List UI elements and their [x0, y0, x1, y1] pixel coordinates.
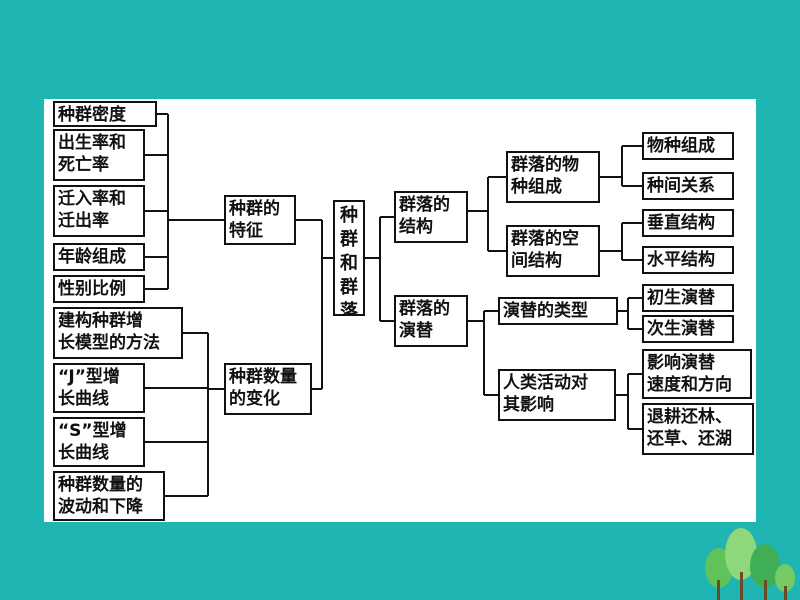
node-succession-types: 演替的类型	[498, 297, 618, 325]
node-horizontal-structure: 水平结构	[642, 246, 734, 274]
node-vertical-structure: 垂直结构	[642, 209, 734, 237]
connector-lines	[145, 113, 642, 497]
node-species-composition: 群落的物 种组成	[506, 151, 600, 203]
node-community-structure: 群落的 结构	[394, 191, 468, 243]
node-secondary-succession: 次生演替	[642, 315, 734, 343]
node-s-curve: “S”型增 长曲线	[53, 417, 145, 467]
tree-decoration-icon	[705, 528, 795, 600]
node-population-change: 种群数量 的变化	[224, 363, 312, 415]
node-population-density: 种群密度	[53, 101, 157, 127]
node-population-characteristics: 种群的 特征	[224, 195, 296, 245]
node-spatial-structure: 群落的空 间结构	[506, 225, 600, 277]
node-sex-ratio: 性别比例	[53, 275, 145, 303]
concept-map-panel: 种群密度 出生率和 死亡率 迁入率和 迁出率 年龄组成 性别比例 建构种群增 长…	[44, 99, 756, 522]
node-human-impact: 人类活动对 其影响	[498, 369, 616, 421]
node-interspecific-relations: 种间关系	[642, 172, 734, 200]
node-migration-rate: 迁入率和 迁出率	[53, 185, 145, 237]
node-birth-death-rate: 出生率和 死亡率	[53, 129, 145, 181]
node-center-topic: 种 群 和 群 落	[333, 200, 365, 316]
node-model-method: 建构种群增 长模型的方法	[53, 307, 183, 359]
node-fluctuation-decline: 种群数量的 波动和下降	[53, 471, 165, 521]
node-species-composition-leaf: 物种组成	[642, 132, 734, 160]
node-age-structure: 年龄组成	[53, 243, 145, 271]
node-primary-succession: 初生演替	[642, 284, 734, 312]
node-affect-speed-direction: 影响演替 速度和方向	[642, 349, 752, 399]
node-j-curve: “J”型增 长曲线	[53, 363, 145, 413]
node-return-farmland: 退耕还林、 还草、还湖	[642, 403, 754, 455]
node-community-succession: 群落的 演替	[394, 295, 468, 347]
